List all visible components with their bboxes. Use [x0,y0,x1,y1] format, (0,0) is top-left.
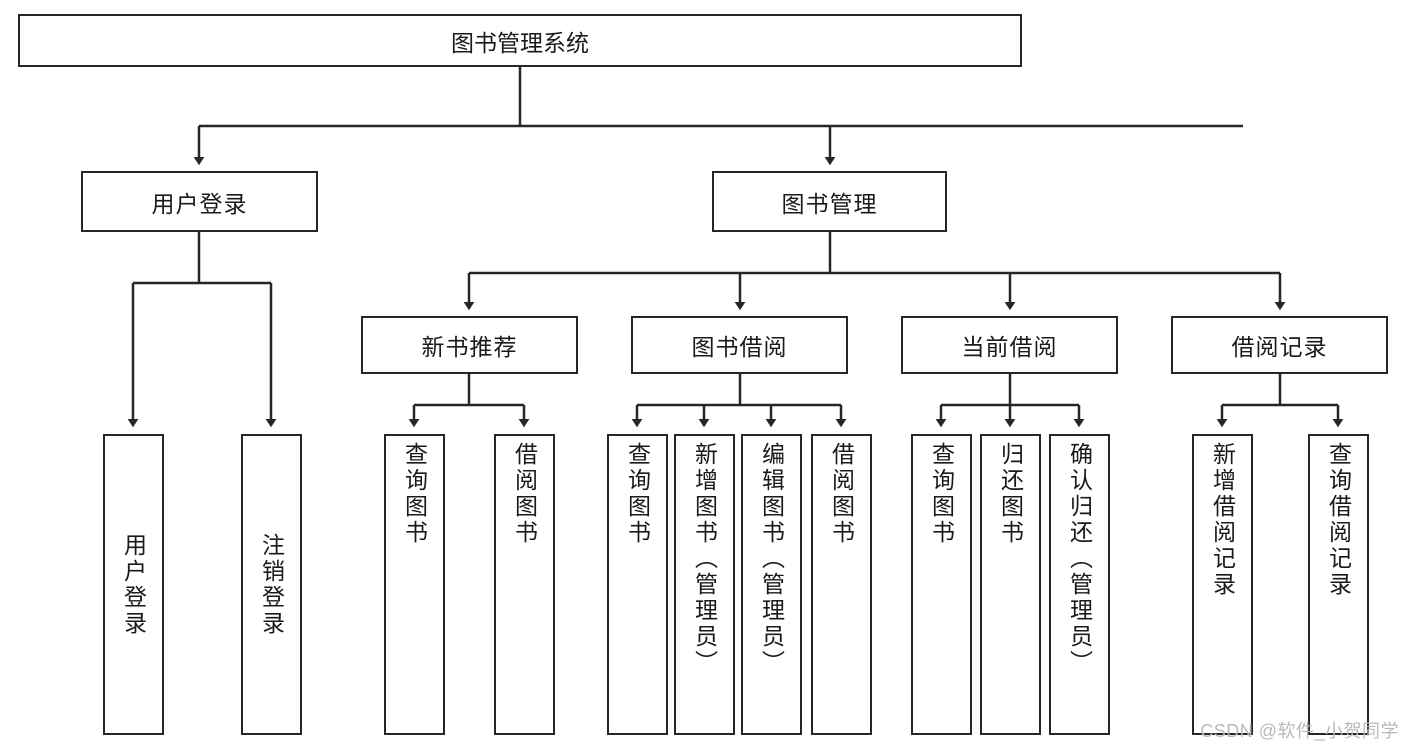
leaf-logout-label: 注销登录 [258,532,285,637]
leaf-confirm-return-admin-label: 确认归还（管理员） [1066,442,1093,676]
leaf-borrow-book[interactable]: 借阅图书 [811,434,872,735]
leaf-user-login[interactable]: 用户登录 [103,434,164,735]
leaf-add-borrow-record-label: 新增借阅记录 [1209,442,1236,598]
node-book-borrow[interactable]: 图书借阅 [631,316,848,374]
leaf-query-book-current-label: 查询图书 [928,442,955,546]
leaf-query-borrow-record-label: 查询借阅记录 [1325,442,1352,598]
leaf-borrow-book-rec-label: 借阅图书 [511,442,538,546]
leaf-query-book-borrow-label: 查询图书 [624,442,651,546]
node-borrow-record-label: 借阅记录 [1231,334,1328,360]
node-new-book-recommendation-label: 新书推荐 [421,334,518,360]
node-book-borrow-label: 图书借阅 [691,334,788,360]
node-root[interactable]: 图书管理系统 [18,14,1022,67]
leaf-add-borrow-record[interactable]: 新增借阅记录 [1192,434,1253,735]
leaf-query-borrow-record[interactable]: 查询借阅记录 [1308,434,1369,735]
leaf-return-book[interactable]: 归还图书 [980,434,1041,735]
node-user-login[interactable]: 用户登录 [81,171,318,232]
watermark: CSDN @软件_小贺同学 [1200,721,1399,741]
leaf-logout[interactable]: 注销登录 [241,434,302,735]
leaf-add-book-admin[interactable]: 新增图书（管理员） [674,434,735,735]
node-root-label: 图书管理系统 [451,29,589,56]
node-new-book-recommendation[interactable]: 新书推荐 [361,316,578,374]
node-user-login-label: 用户登录 [151,190,248,217]
leaf-edit-book-admin[interactable]: 编辑图书（管理员） [741,434,802,735]
node-current-borrow-label: 当前借阅 [961,334,1058,360]
leaf-query-book-borrow[interactable]: 查询图书 [607,434,668,735]
leaf-edit-book-admin-label: 编辑图书（管理员） [758,442,785,676]
leaf-user-login-label: 用户登录 [120,532,147,637]
leaf-query-book-rec[interactable]: 查询图书 [384,434,445,735]
leaf-return-book-label: 归还图书 [997,442,1024,546]
node-current-borrow[interactable]: 当前借阅 [901,316,1118,374]
leaf-borrow-book-label: 借阅图书 [828,442,855,546]
leaf-add-book-admin-label: 新增图书（管理员） [691,442,718,676]
node-book-management-label: 图书管理 [781,190,878,217]
node-borrow-record[interactable]: 借阅记录 [1171,316,1388,374]
leaf-query-book-rec-label: 查询图书 [401,442,428,546]
leaf-borrow-book-rec[interactable]: 借阅图书 [494,434,555,735]
leaf-confirm-return-admin[interactable]: 确认归还（管理员） [1049,434,1110,735]
leaf-query-book-current[interactable]: 查询图书 [911,434,972,735]
node-book-management[interactable]: 图书管理 [712,171,947,232]
